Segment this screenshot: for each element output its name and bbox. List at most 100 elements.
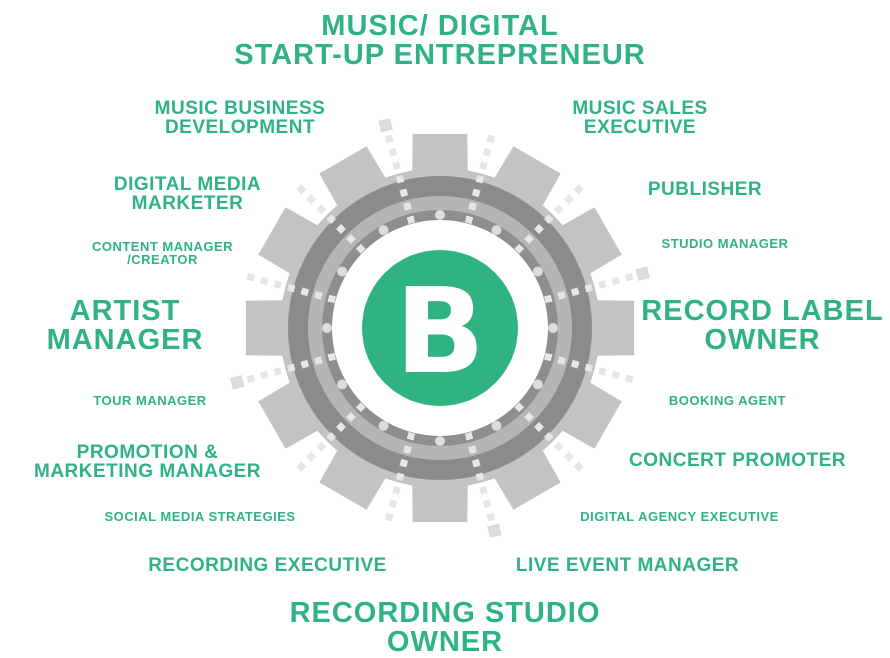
spoke-dash <box>557 291 566 300</box>
spoke-dash <box>355 243 366 254</box>
spoke-dash <box>543 214 554 225</box>
spoke-dash <box>392 486 401 495</box>
ring-dots <box>322 210 558 446</box>
ring-dot <box>378 225 389 236</box>
ring-dot <box>435 210 445 220</box>
spoke-dash <box>625 374 634 383</box>
ring-dot <box>322 323 332 333</box>
spoke-dash <box>534 224 544 234</box>
spoke-dash <box>403 202 412 211</box>
spoke-dash <box>286 363 296 373</box>
spoke-dash <box>471 188 481 198</box>
spoke-dash <box>316 204 327 215</box>
spoke-dash <box>543 352 553 362</box>
label-concert-promoter: CONCERT PROMOTER <box>629 450 846 471</box>
label-social-media-strategies: SOCIAL MEDIA STRATEGIES <box>104 509 296 524</box>
spoke-dash <box>524 412 535 423</box>
ring-dot <box>491 225 502 236</box>
ring-dot <box>435 436 445 446</box>
spoke-dash <box>229 375 245 390</box>
spoke-dash <box>399 188 409 198</box>
label-live-event-manager: LIVE EVENT MANAGER <box>515 555 740 576</box>
spoke-dash <box>395 174 405 184</box>
spoke-dash <box>584 363 594 373</box>
label-tour-manager: TOUR MANAGER <box>93 393 207 408</box>
ring-dot <box>548 323 558 333</box>
spoke-dash <box>563 194 574 205</box>
spoke-dash <box>306 194 317 205</box>
spoke-dash <box>482 499 492 509</box>
spoke-dash <box>486 134 495 143</box>
spoke-dash <box>479 486 488 495</box>
label-studio-manager: STUDIO MANAGER <box>661 236 789 251</box>
logo-letter: B <box>395 262 485 400</box>
spoke-dash <box>385 134 394 143</box>
spoke-dash <box>464 431 474 441</box>
dashed-spokes <box>229 117 651 539</box>
label-record-label-owner: RECORD LABEL OWNER <box>641 295 884 356</box>
spoke-dash <box>336 422 346 432</box>
spoke-dash <box>273 367 282 376</box>
spoke-dash <box>378 117 393 133</box>
spoke-dash <box>406 431 416 441</box>
ring-dot <box>337 266 348 277</box>
spoke-dash <box>326 431 337 442</box>
spoke-dash <box>392 161 401 170</box>
spoke-dash <box>482 147 492 157</box>
spoke-dash <box>259 370 269 380</box>
spoke-dash <box>406 215 416 225</box>
spoke-dash <box>543 294 553 304</box>
spoke-dash <box>385 513 394 522</box>
spoke-dash <box>314 356 323 365</box>
spoke-dash <box>355 402 366 413</box>
spoke-dash <box>573 461 584 472</box>
spoke-dash <box>246 374 255 383</box>
spoke-dash <box>286 283 296 293</box>
label-recording-studio-owner: RECORDING STUDIO OWNER <box>289 597 601 658</box>
spoke-dash <box>403 445 412 454</box>
spoke-dash <box>326 214 337 225</box>
spoke-dash <box>296 461 307 472</box>
spoke-dash <box>327 294 337 304</box>
spoke-dash <box>399 458 409 468</box>
label-music-sales-executive: MUSIC SALES EXECUTIVE <box>572 98 708 138</box>
spoke-dash <box>246 273 255 282</box>
spoke-dash <box>534 422 544 432</box>
spoke-dash <box>635 266 651 281</box>
ring-dot <box>532 379 543 390</box>
spoke-dash <box>475 472 485 482</box>
spoke-dash <box>543 431 554 442</box>
label-promotion-marketing-manager: PROMOTION & MARKETING MANAGER <box>34 442 261 482</box>
spoke-dash <box>306 451 317 462</box>
spoke-dash <box>563 451 574 462</box>
spoke-dash <box>570 359 580 369</box>
spoke-dash <box>336 224 346 234</box>
label-booking-agent: BOOKING AGENT <box>668 393 787 408</box>
spoke-dash <box>316 441 327 452</box>
spoke-dash <box>611 276 621 286</box>
spoke-dash <box>464 215 474 225</box>
spoke-dash <box>345 412 356 423</box>
label-artist-manager: ARTIST MANAGER <box>46 295 204 356</box>
spoke-dash <box>388 147 398 157</box>
spoke-dash <box>598 367 607 376</box>
spoke-dash <box>479 161 488 170</box>
spoke-dash <box>300 287 310 297</box>
label-digital-media-marketer: DIGITAL MEDIA MARKETER <box>113 174 262 214</box>
spoke-dash <box>468 445 477 454</box>
spoke-dash <box>570 287 580 297</box>
spoke-dash <box>388 499 398 509</box>
spoke-dash <box>471 458 481 468</box>
spoke-dash <box>584 283 594 293</box>
spoke-dash <box>486 513 495 522</box>
spoke-dash <box>611 370 621 380</box>
spoke-dash <box>300 359 310 369</box>
label-content-manager: CONTENT MANAGER /CREATOR <box>91 239 234 267</box>
logo-circle <box>362 250 518 406</box>
ring-dot <box>532 266 543 277</box>
spoke-dash <box>598 280 607 289</box>
spoke-dash <box>475 174 485 184</box>
label-recording-executive: RECORDING EXECUTIVE <box>148 555 387 576</box>
label-publisher: PUBLISHER <box>647 179 763 200</box>
